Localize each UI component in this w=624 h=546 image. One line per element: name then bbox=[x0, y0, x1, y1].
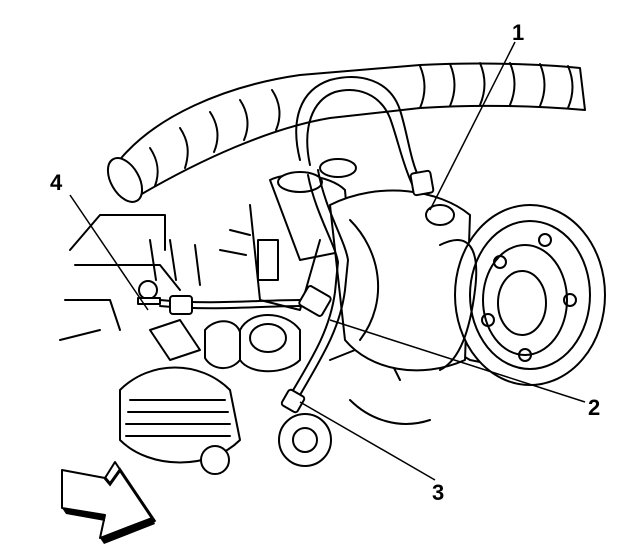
connector-4 bbox=[169, 295, 193, 315]
generator bbox=[119, 319, 332, 475]
sensor-housing bbox=[204, 314, 301, 373]
callout-leaders bbox=[69, 41, 586, 481]
wiring-harness bbox=[159, 76, 421, 396]
direction-arrow-icon bbox=[61, 461, 157, 544]
connector-3 bbox=[280, 388, 306, 414]
ac-compressor bbox=[329, 189, 471, 372]
callout-4: 4 bbox=[50, 170, 63, 195]
leader-2 bbox=[329, 319, 586, 403]
leader-3 bbox=[299, 401, 436, 481]
leader-4 bbox=[69, 194, 149, 311]
connector-2 bbox=[298, 285, 332, 317]
connector-1 bbox=[409, 169, 435, 197]
callout-1: 1 bbox=[512, 20, 524, 45]
compressor-clutch bbox=[439, 204, 606, 386]
intake-duct bbox=[106, 62, 586, 203]
callout-3: 3 bbox=[432, 480, 444, 505]
callout-2: 2 bbox=[588, 395, 600, 420]
leader-1 bbox=[429, 41, 516, 211]
ground-bolt bbox=[138, 280, 158, 300]
